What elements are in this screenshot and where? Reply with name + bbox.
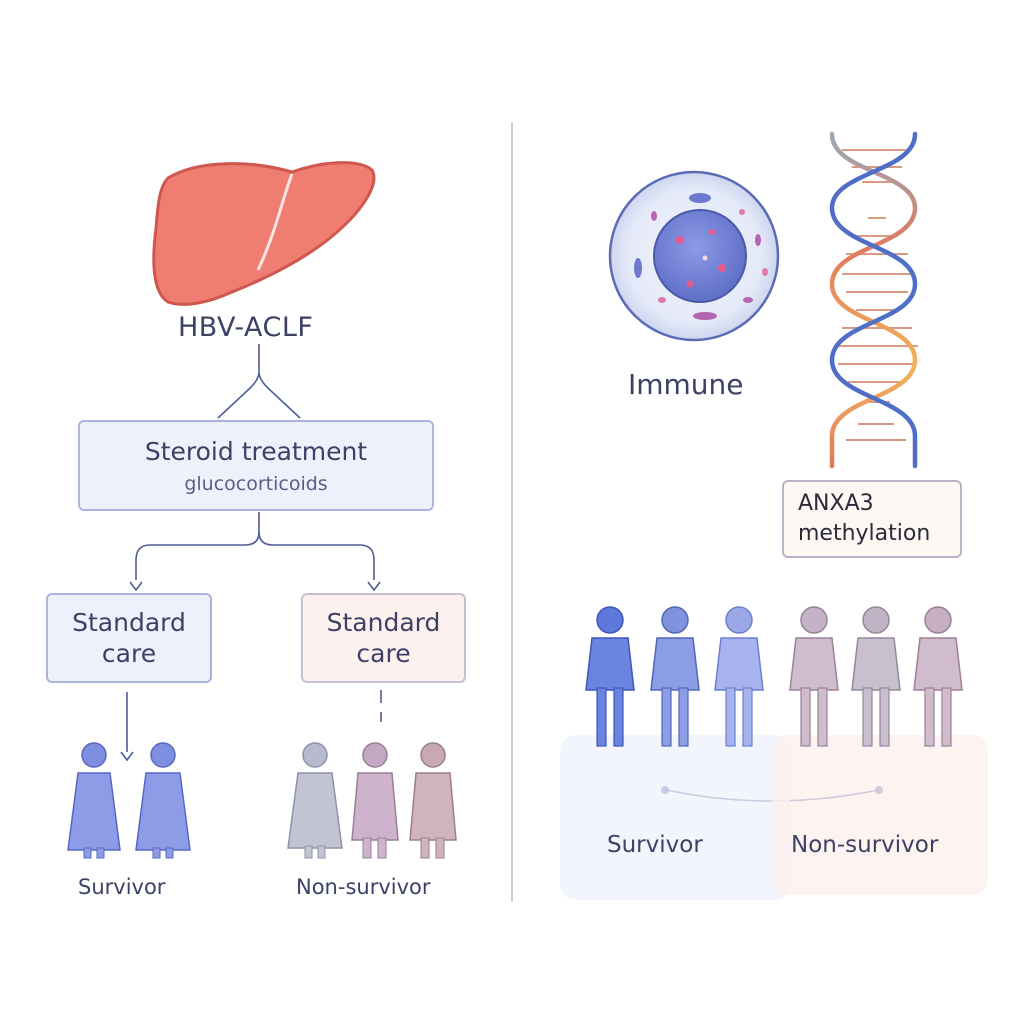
person-icon xyxy=(351,742,399,859)
person-icon xyxy=(789,606,839,747)
outcome-survivor-label: Survivor xyxy=(78,875,166,899)
person-icon xyxy=(650,606,700,747)
treatment-subtitle: glucocorticoids xyxy=(184,473,328,495)
person-icon xyxy=(714,606,764,747)
non-survivor-region xyxy=(772,735,988,895)
person-icon xyxy=(913,606,963,747)
outcome-survivor-label: Survivor xyxy=(607,832,703,858)
standard-care-label-line2: care xyxy=(101,639,157,668)
person-icon xyxy=(67,742,121,859)
person-icon xyxy=(409,742,457,859)
standard-care-label-line1: Standard xyxy=(72,608,186,637)
treatment-title: Steroid treatment xyxy=(144,437,368,466)
disease-label: HBV-ACLF xyxy=(178,312,314,343)
gene-modification: methylation xyxy=(798,521,931,546)
survivor-region xyxy=(560,735,790,900)
liver-icon xyxy=(152,161,376,306)
standard-care-label-line2: care xyxy=(356,639,411,668)
standard-care-label-line1: Standard xyxy=(326,608,441,637)
standard-care-box-left: Standard care xyxy=(46,593,212,683)
person-icon xyxy=(135,742,191,859)
person-icon xyxy=(585,606,635,747)
flow-connectors xyxy=(120,344,879,802)
treatment-box: Steroid treatment glucocorticoids xyxy=(78,420,434,511)
dna-helix-icon xyxy=(829,131,918,469)
person-icon xyxy=(287,742,343,859)
outcome-non-survivor-label: Non-survivor xyxy=(296,875,431,899)
gene-name: ANXA3 xyxy=(798,491,874,516)
immune-label: Immune xyxy=(628,368,744,401)
standard-care-box-right: Standard care xyxy=(301,593,466,683)
outcome-non-survivor-label: Non-survivor xyxy=(791,832,939,858)
immune-cell-icon xyxy=(608,170,780,342)
person-icon xyxy=(851,606,901,747)
gene-box: ANXA3 methylation xyxy=(782,480,962,558)
